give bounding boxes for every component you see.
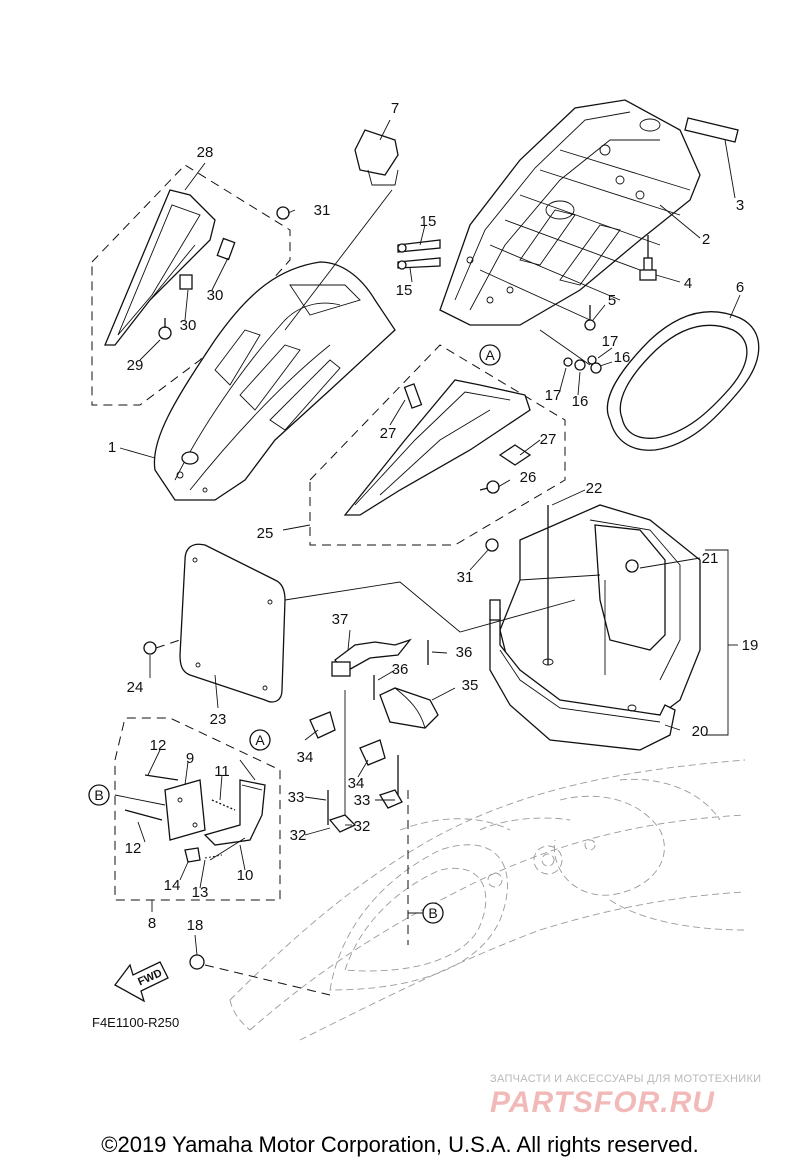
callout-circles	[88, 344, 501, 924]
part-label-25: 25	[257, 525, 274, 542]
part-label-11: 11	[214, 763, 230, 780]
part-label-27a: 27	[380, 425, 397, 442]
part-deck-frame	[439, 99, 701, 326]
part-label-33b: 33	[354, 792, 371, 809]
part-label-1: 1	[108, 439, 116, 456]
part-label-30a: 30	[207, 287, 224, 304]
part-label-13: 13	[192, 884, 209, 901]
part-number-labels: 1 2 3 4 5 6 7 8 9 10 11 12 12 13 14 15 1…	[108, 100, 759, 934]
part-label-10: 10	[237, 867, 254, 884]
part-storage-bin	[489, 504, 701, 751]
part-label-37: 37	[332, 611, 349, 628]
part-4-bolt	[639, 235, 657, 281]
part-18-screw	[189, 954, 331, 996]
part-label-36a: 36	[392, 661, 409, 678]
part-6-seal	[606, 311, 760, 451]
part-label-32b: 32	[354, 818, 371, 835]
part-label-19: 19	[742, 637, 759, 654]
drawing-code: F4E1100-R250	[92, 1015, 179, 1030]
callout-b-left: B	[94, 787, 103, 803]
part-label-12b: 12	[125, 840, 142, 857]
part-label-28: 28	[197, 144, 214, 161]
part-label-20: 20	[692, 723, 709, 740]
part-label-12a: 12	[150, 737, 167, 754]
part-label-21: 21	[702, 550, 719, 567]
part-label-34b: 34	[348, 775, 365, 792]
part-label-6: 6	[736, 279, 744, 296]
part-label-17b: 17	[545, 387, 562, 404]
part-label-34a: 34	[297, 749, 314, 766]
part-label-27b: 27	[540, 431, 557, 448]
part-3-strip	[684, 117, 739, 143]
part-label-15a: 15	[420, 213, 437, 230]
callout-b-right: B	[428, 905, 437, 921]
part-label-36b: 36	[456, 644, 473, 661]
part-23-panel	[143, 543, 576, 703]
part-label-22: 22	[586, 480, 603, 497]
copyright-notice: ©2019 Yamaha Motor Corporation, U.S.A. A…	[101, 1132, 698, 1157]
watermark-logo: PARTSFOR.RU	[490, 1086, 715, 1119]
callout-a-lower: A	[255, 732, 265, 748]
part-label-16b: 16	[572, 393, 589, 410]
part-label-32a: 32	[290, 827, 307, 844]
part-center-hardware	[309, 638, 439, 833]
part-label-2: 2	[702, 231, 710, 248]
part-31-bolts	[276, 206, 499, 552]
part-label-26: 26	[520, 469, 537, 486]
part-label-23: 23	[210, 711, 227, 728]
part-label-31b: 31	[457, 569, 474, 586]
part-label-7: 7	[391, 100, 399, 117]
part-group-8	[114, 717, 281, 901]
part-label-16a: 16	[614, 349, 631, 366]
part-label-30b: 30	[180, 317, 197, 334]
part-label-29: 29	[127, 357, 144, 374]
watermark-subtitle: ЗАПЧАСТИ И АКСЕССУАРЫ ДЛЯ МОТОТЕХНИКИ	[490, 1073, 761, 1085]
part-front-hood	[153, 261, 396, 501]
hull-deck-outline	[229, 759, 746, 1041]
part-label-4: 4	[684, 275, 692, 292]
part-label-15b: 15	[396, 282, 413, 299]
part-group-28	[91, 164, 291, 406]
part-label-17a: 17	[602, 333, 619, 350]
part-label-24: 24	[127, 679, 144, 696]
callout-b-leader	[239, 759, 409, 945]
part-7-pad	[284, 129, 399, 331]
part-label-9: 9	[186, 750, 194, 767]
part-label-35: 35	[462, 677, 479, 694]
part-15-bolts	[397, 239, 441, 270]
part-label-18: 18	[187, 917, 204, 934]
part-group-25	[309, 344, 566, 546]
part-label-5: 5	[608, 292, 616, 309]
part-label-3: 3	[736, 197, 744, 214]
part-label-31a: 31	[314, 202, 331, 219]
part-label-33a: 33	[288, 789, 305, 806]
callout-a-upper: A	[485, 347, 495, 363]
part-label-14: 14	[164, 877, 181, 894]
part-label-8: 8	[148, 915, 156, 932]
fwd-arrow	[114, 961, 169, 1003]
part-small-hardware	[539, 305, 602, 374]
